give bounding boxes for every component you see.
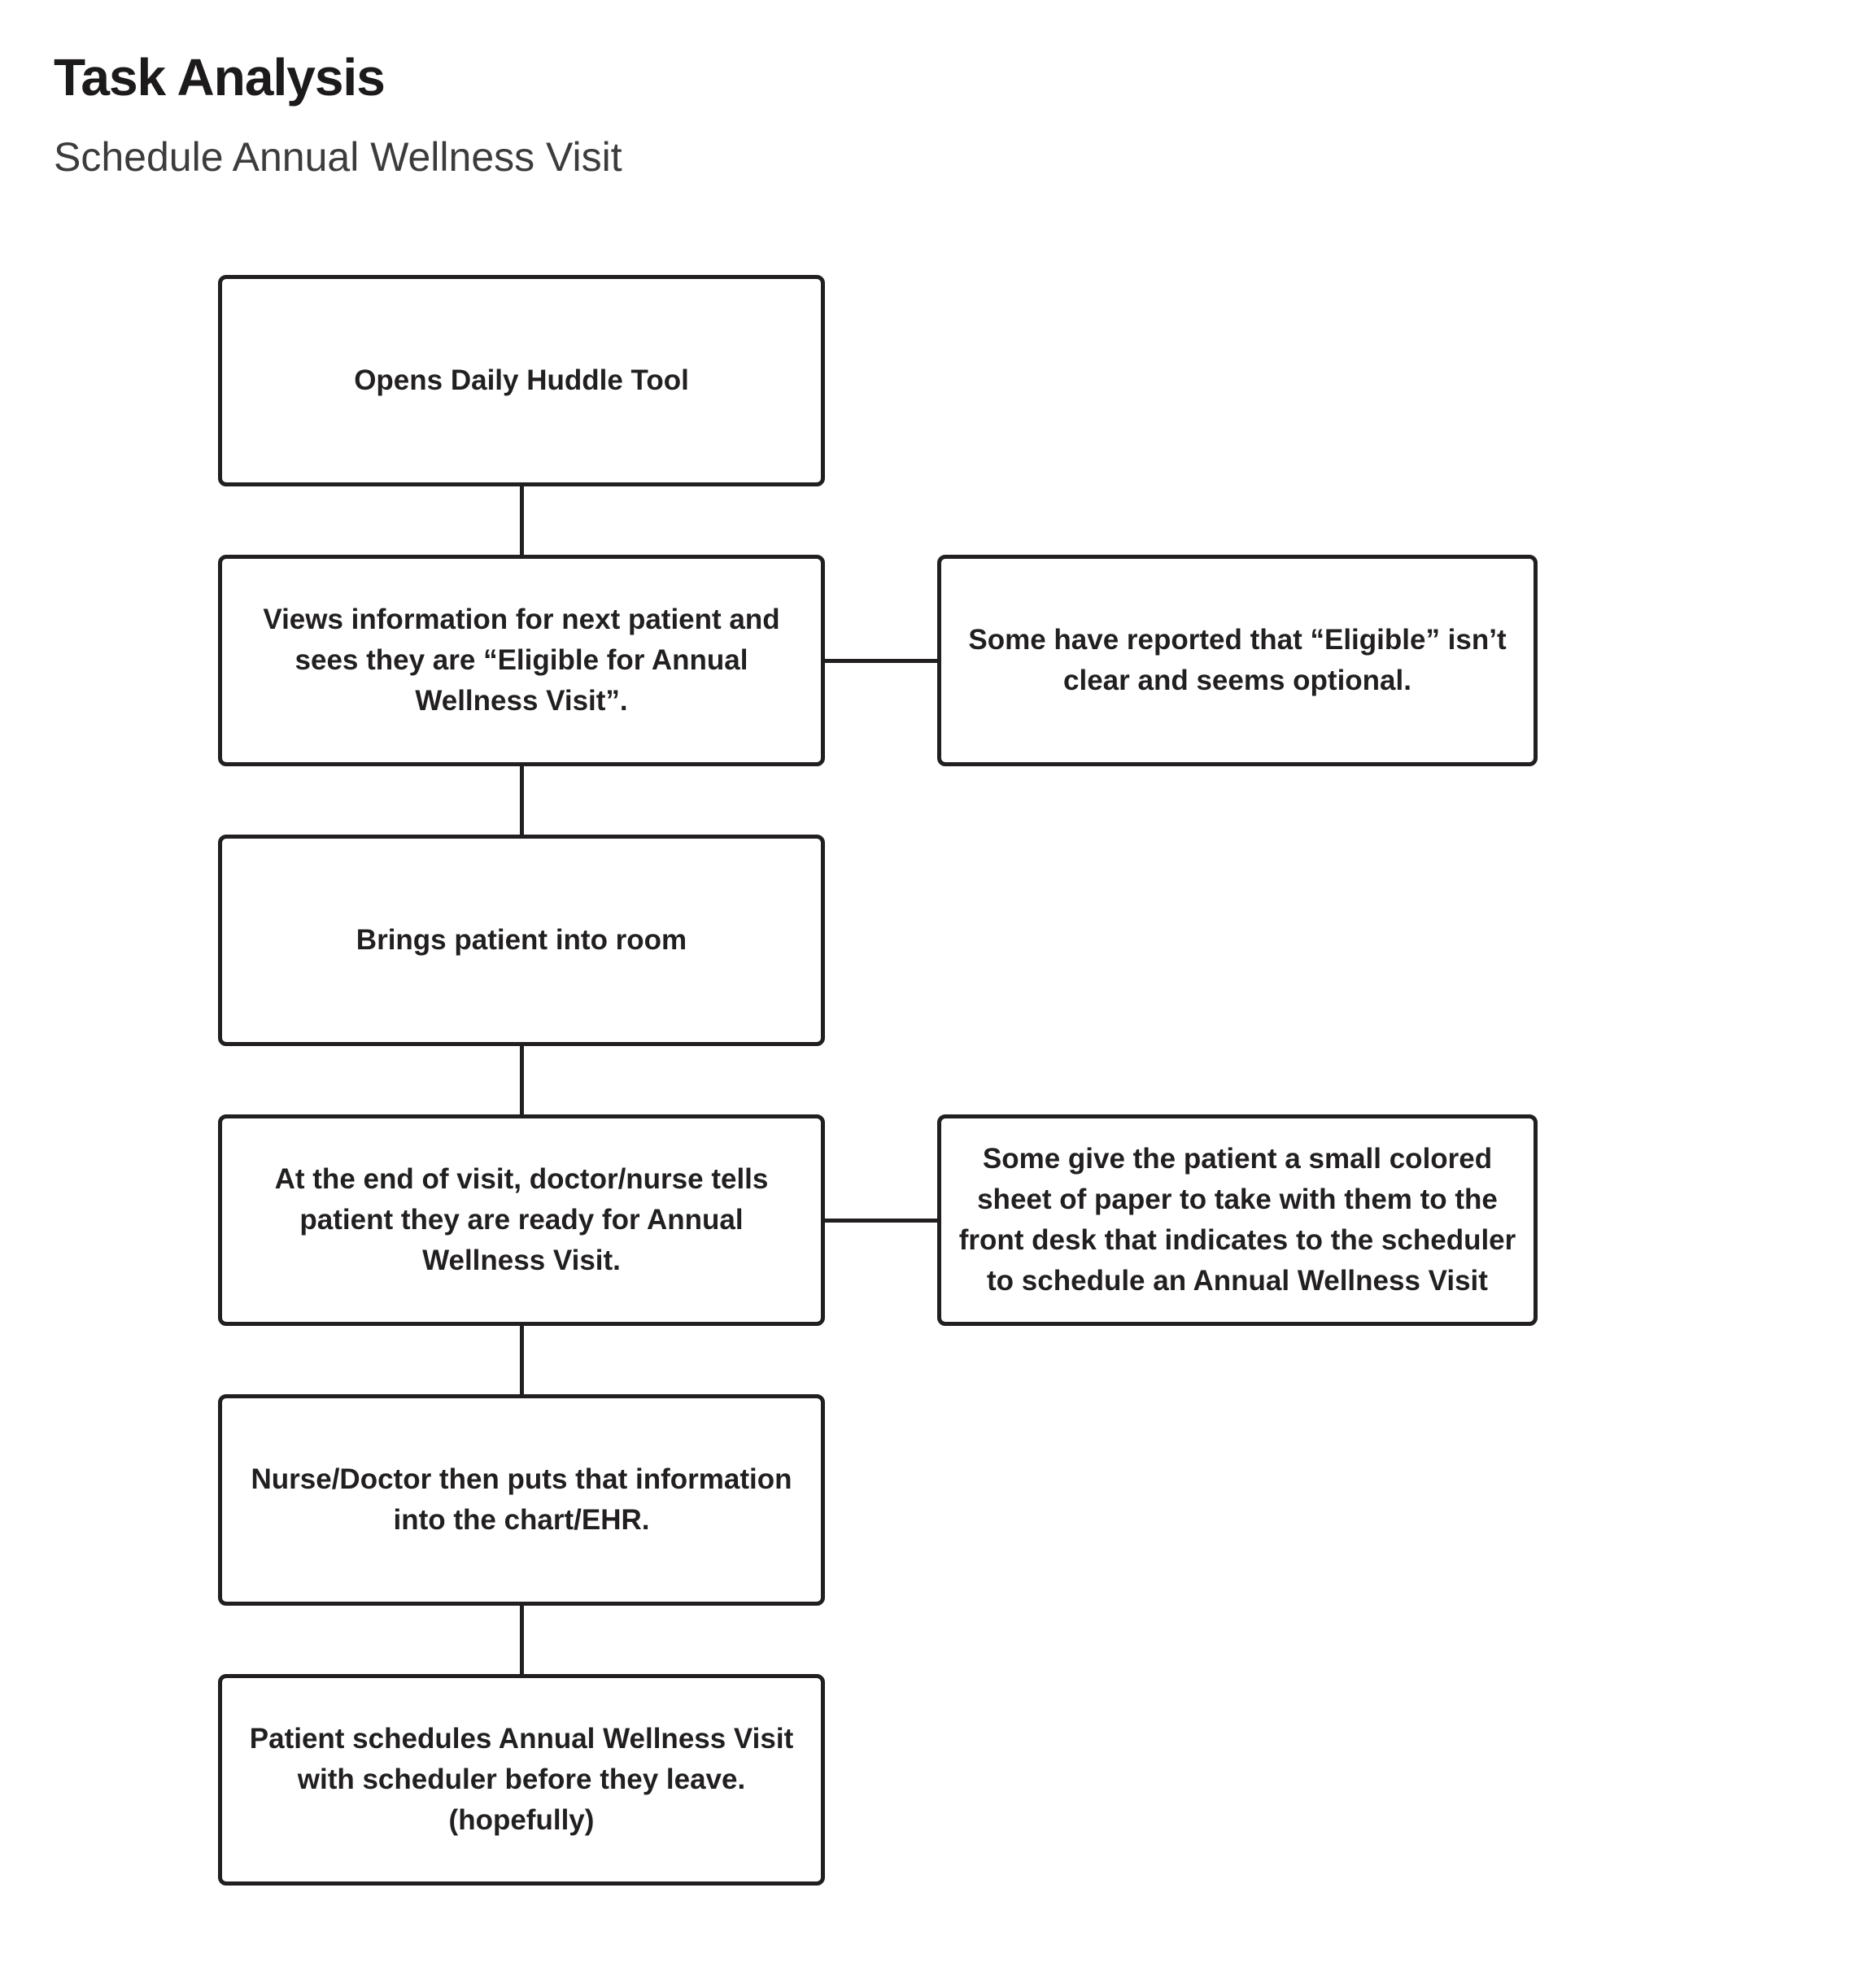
flow-step-brings-patient-into-room: Brings patient into room bbox=[218, 835, 825, 1046]
flow-step-label: Brings patient into room bbox=[356, 923, 687, 956]
connector-step4-note2 bbox=[825, 1219, 937, 1223]
flow-step-patient-schedules-visit: Patient schedules Annual Wellness Visit … bbox=[218, 1674, 825, 1886]
flow-step-opens-daily-huddle-tool: Opens Daily Huddle Tool bbox=[218, 275, 825, 486]
connector-step3-step4 bbox=[520, 1046, 524, 1114]
connector-step4-step5 bbox=[520, 1326, 524, 1394]
note-eligible-not-clear: Some have reported that “Eligible” isn’t… bbox=[937, 555, 1538, 766]
connector-step2-note1 bbox=[825, 659, 937, 663]
flow-step-doctor-tells-patient-ready: At the end of visit, doctor/nurse tells … bbox=[218, 1114, 825, 1326]
page-subtitle: Schedule Annual Wellness Visit bbox=[54, 134, 622, 180]
page-title: Task Analysis bbox=[54, 48, 386, 107]
flow-step-label: Views information for next patient and s… bbox=[263, 603, 780, 717]
note-label: Some have reported that “Eligible” isn’t… bbox=[968, 623, 1507, 696]
flow-step-label: At the end of visit, doctor/nurse tells … bbox=[274, 1162, 769, 1277]
flow-step-label: Nurse/Doctor then puts that information … bbox=[251, 1463, 792, 1536]
flow-step-label: Opens Daily Huddle Tool bbox=[354, 364, 689, 396]
flow-step-label: Patient schedules Annual Wellness Visit … bbox=[249, 1722, 794, 1837]
flow-step-puts-info-into-chart-ehr: Nurse/Doctor then puts that information … bbox=[218, 1394, 825, 1606]
connector-step1-step2 bbox=[520, 486, 524, 555]
connector-step2-step3 bbox=[520, 766, 524, 835]
flow-step-views-patient-info: Views information for next patient and s… bbox=[218, 555, 825, 766]
note-label: Some give the patient a small colored sh… bbox=[958, 1142, 1516, 1297]
connector-step5-step6 bbox=[520, 1606, 524, 1674]
note-colored-sheet-of-paper: Some give the patient a small colored sh… bbox=[937, 1114, 1538, 1326]
